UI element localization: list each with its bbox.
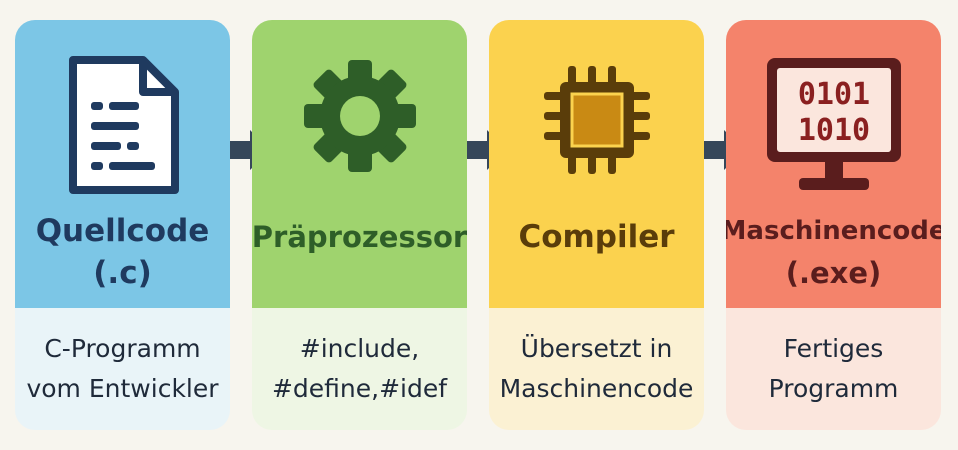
stage-title: Compiler [489,216,704,258]
stage-header: Quellcode (.c) [15,20,230,308]
stage-header: 0101 1010 Maschinencode (.exe) [726,20,941,308]
monitor-binary-icon: 0101 1010 [759,52,909,206]
binary-text-line: 1010 [797,113,869,148]
stage-title-line: Compiler [518,219,675,255]
stage-title: Präprozessor [252,216,467,258]
stage-card-source-code: Quellcode (.c) C-Programm vom Entwickler [15,20,230,430]
stage-description-line: C-Programm [44,334,201,363]
stage-description: Fertiges Programm [726,308,941,430]
stage-card-preprocessor: Präprozessor #include, #define,#idef [252,20,467,430]
gear-icon [300,56,420,180]
document-icon [63,50,183,204]
stage-title-line: (.c) [93,255,152,291]
stage-title-line: Präprozessor [252,220,467,254]
stage-title-line: Quellcode [35,213,210,249]
stage-description-line: #include, [299,334,420,363]
stage-description-line: Fertiges [783,334,884,363]
stage-title-line: Maschinencode [726,216,941,246]
stage-description: C-Programm vom Entwickler [15,308,230,430]
stage-description: #include, #define,#idef [252,308,467,430]
stage-card-compiler: Compiler Übersetzt in Maschinencode [489,20,704,430]
stage-title: Quellcode (.c) [15,210,230,294]
stage-card-machine-code: 0101 1010 Maschinencode (.exe) Fertiges … [726,20,941,430]
stage-description-line: vom Entwickler [26,374,219,403]
chip-icon [532,60,662,184]
stage-header: Compiler [489,20,704,308]
stage-description-line: Übersetzt in [520,334,673,363]
stage-header: Präprozessor [252,20,467,308]
binary-text-line: 0101 [797,77,869,112]
stage-description-line: #define,#idef [271,374,448,403]
stage-title-line: (.exe) [785,256,882,290]
stage-description-line: Programm [768,374,899,403]
stage-title: Maschinencode (.exe) [726,210,941,294]
stage-description-line: Maschinencode [499,374,694,403]
stage-description: Übersetzt in Maschinencode [489,308,704,430]
